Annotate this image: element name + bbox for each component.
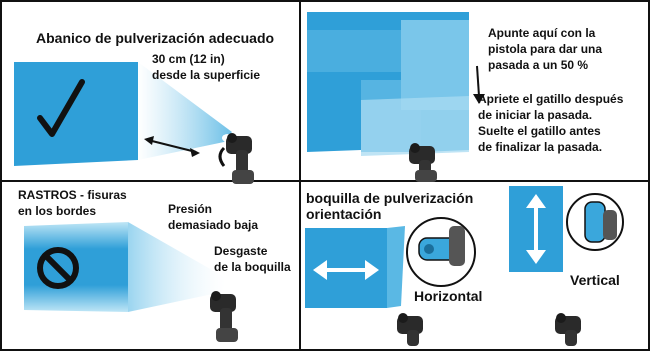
distance-line-2: desde la superficie	[152, 68, 261, 82]
arrow-icon	[473, 65, 485, 104]
overlap-graphic	[307, 12, 485, 182]
divider-vertical	[299, 0, 301, 351]
frame-left	[0, 0, 2, 351]
tails-title-2: en los bordes	[18, 204, 97, 218]
frame-bottom	[0, 349, 650, 351]
double-arrow-icon	[144, 136, 200, 157]
cause-1-line-1: Presión	[168, 202, 213, 216]
prohibited-icon	[37, 247, 79, 289]
spray-gun-icon	[218, 133, 254, 184]
vertical-arrow-icon	[526, 194, 546, 264]
overlap-line-1: Apunte aquí con la	[488, 26, 596, 40]
trigger-line-3: Suelte el gatillo antes	[478, 124, 601, 138]
checkmark-icon	[37, 79, 85, 137]
vertical-label: Vertical	[570, 272, 620, 288]
proper-fan-title: Abanico de pulverización adecuado	[36, 30, 275, 46]
trigger-line-4: de finalizar la pasada.	[478, 140, 603, 154]
distance-line-1: 30 cm (12 in)	[152, 52, 225, 66]
trigger-line-2: de iniciar la pasada.	[478, 108, 593, 122]
spray-gun-icon	[409, 143, 437, 182]
cause-1-line-2: demasiado baja	[168, 218, 259, 232]
trigger-line-1: Apriete el gatillo después	[478, 92, 624, 106]
tails-graphic	[24, 222, 238, 342]
spray-tip-icon	[406, 217, 476, 287]
spray-gun-icon	[555, 313, 581, 346]
cause-2-line-1: Desgaste	[214, 244, 268, 258]
proper-fan-graphic	[14, 62, 254, 184]
spray-tip-icon	[566, 193, 624, 251]
spray-gun-icon	[397, 313, 423, 346]
frame-top	[0, 0, 650, 2]
horizontal-label: Horizontal	[414, 288, 483, 304]
orientation-title-2: orientación	[306, 206, 382, 222]
frame-right	[648, 0, 650, 351]
divider-horizontal	[0, 180, 650, 182]
orientation-title-1: boquilla de pulverización	[306, 190, 474, 206]
overlap-line-2: pistola para dar una	[488, 42, 603, 56]
tails-title-1: RASTROS - fisuras	[18, 188, 127, 202]
overlap-line-3: pasada a un 50 %	[488, 58, 589, 72]
horizontal-arrow-icon	[313, 260, 379, 280]
orientation-graphic	[305, 186, 624, 346]
cause-2-line-2: de la boquilla	[214, 260, 291, 274]
spray-gun-icon	[210, 291, 238, 342]
